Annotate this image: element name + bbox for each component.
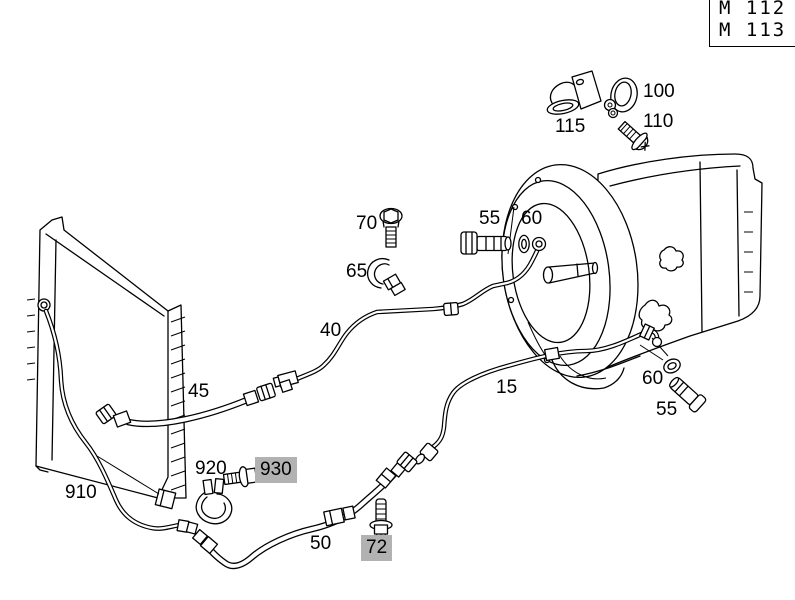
seal-ring-60-lower-drawing <box>663 358 681 374</box>
pipe-40-drawing <box>272 236 547 388</box>
seal-ring-60-top-drawing <box>518 234 530 254</box>
callout-15[interactable]: 15 <box>496 377 518 398</box>
clamp-65-drawing <box>366 257 406 297</box>
callout-60-lower[interactable]: 60 <box>642 368 664 389</box>
bracket-115-drawing <box>546 70 602 115</box>
pipe-15-drawing <box>414 323 663 465</box>
callout-920[interactable]: 920 <box>195 458 227 479</box>
transmission-drawing <box>501 153 763 390</box>
callout-100[interactable]: 100 <box>643 81 675 102</box>
screw-72-drawing <box>369 498 393 538</box>
callout-50[interactable]: 50 <box>310 533 332 554</box>
callout-110[interactable]: 110 <box>643 111 674 132</box>
callout-55-lower[interactable]: 55 <box>656 399 678 420</box>
callout-70[interactable]: 70 <box>356 213 378 234</box>
callout-930-selected[interactable]: 930 <box>255 457 297 483</box>
callout-45[interactable]: 45 <box>188 381 210 402</box>
engine-code-m112: M 112 <box>719 0 787 19</box>
radiator-drawing <box>26 216 187 510</box>
callout-910[interactable]: 910 <box>65 482 97 503</box>
callout-72-selected[interactable]: 72 <box>361 535 393 561</box>
bolt-70-drawing <box>379 207 403 248</box>
callout-40[interactable]: 40 <box>320 320 342 341</box>
pipe-910-drawing <box>43 308 199 535</box>
engine-code-m113: M 113 <box>719 19 787 41</box>
callout-65[interactable]: 65 <box>346 261 368 282</box>
clamp-920-drawing <box>195 477 233 525</box>
callout-60-top[interactable]: 60 <box>521 208 543 229</box>
callout-55-top[interactable]: 55 <box>479 208 501 229</box>
engine-variant-box: M 112 M 113 <box>709 0 795 47</box>
banjo-bolt-55-lower-drawing <box>669 376 707 413</box>
hose-45-drawing <box>95 379 293 428</box>
banjo-bolt-55-top-drawing <box>460 231 512 255</box>
screw-110-drawing <box>617 120 650 151</box>
hose-50-drawing <box>191 451 418 570</box>
screw-930-drawing <box>222 466 258 488</box>
callout-115[interactable]: 115 <box>555 116 586 137</box>
clamp-100-drawing <box>603 77 638 119</box>
